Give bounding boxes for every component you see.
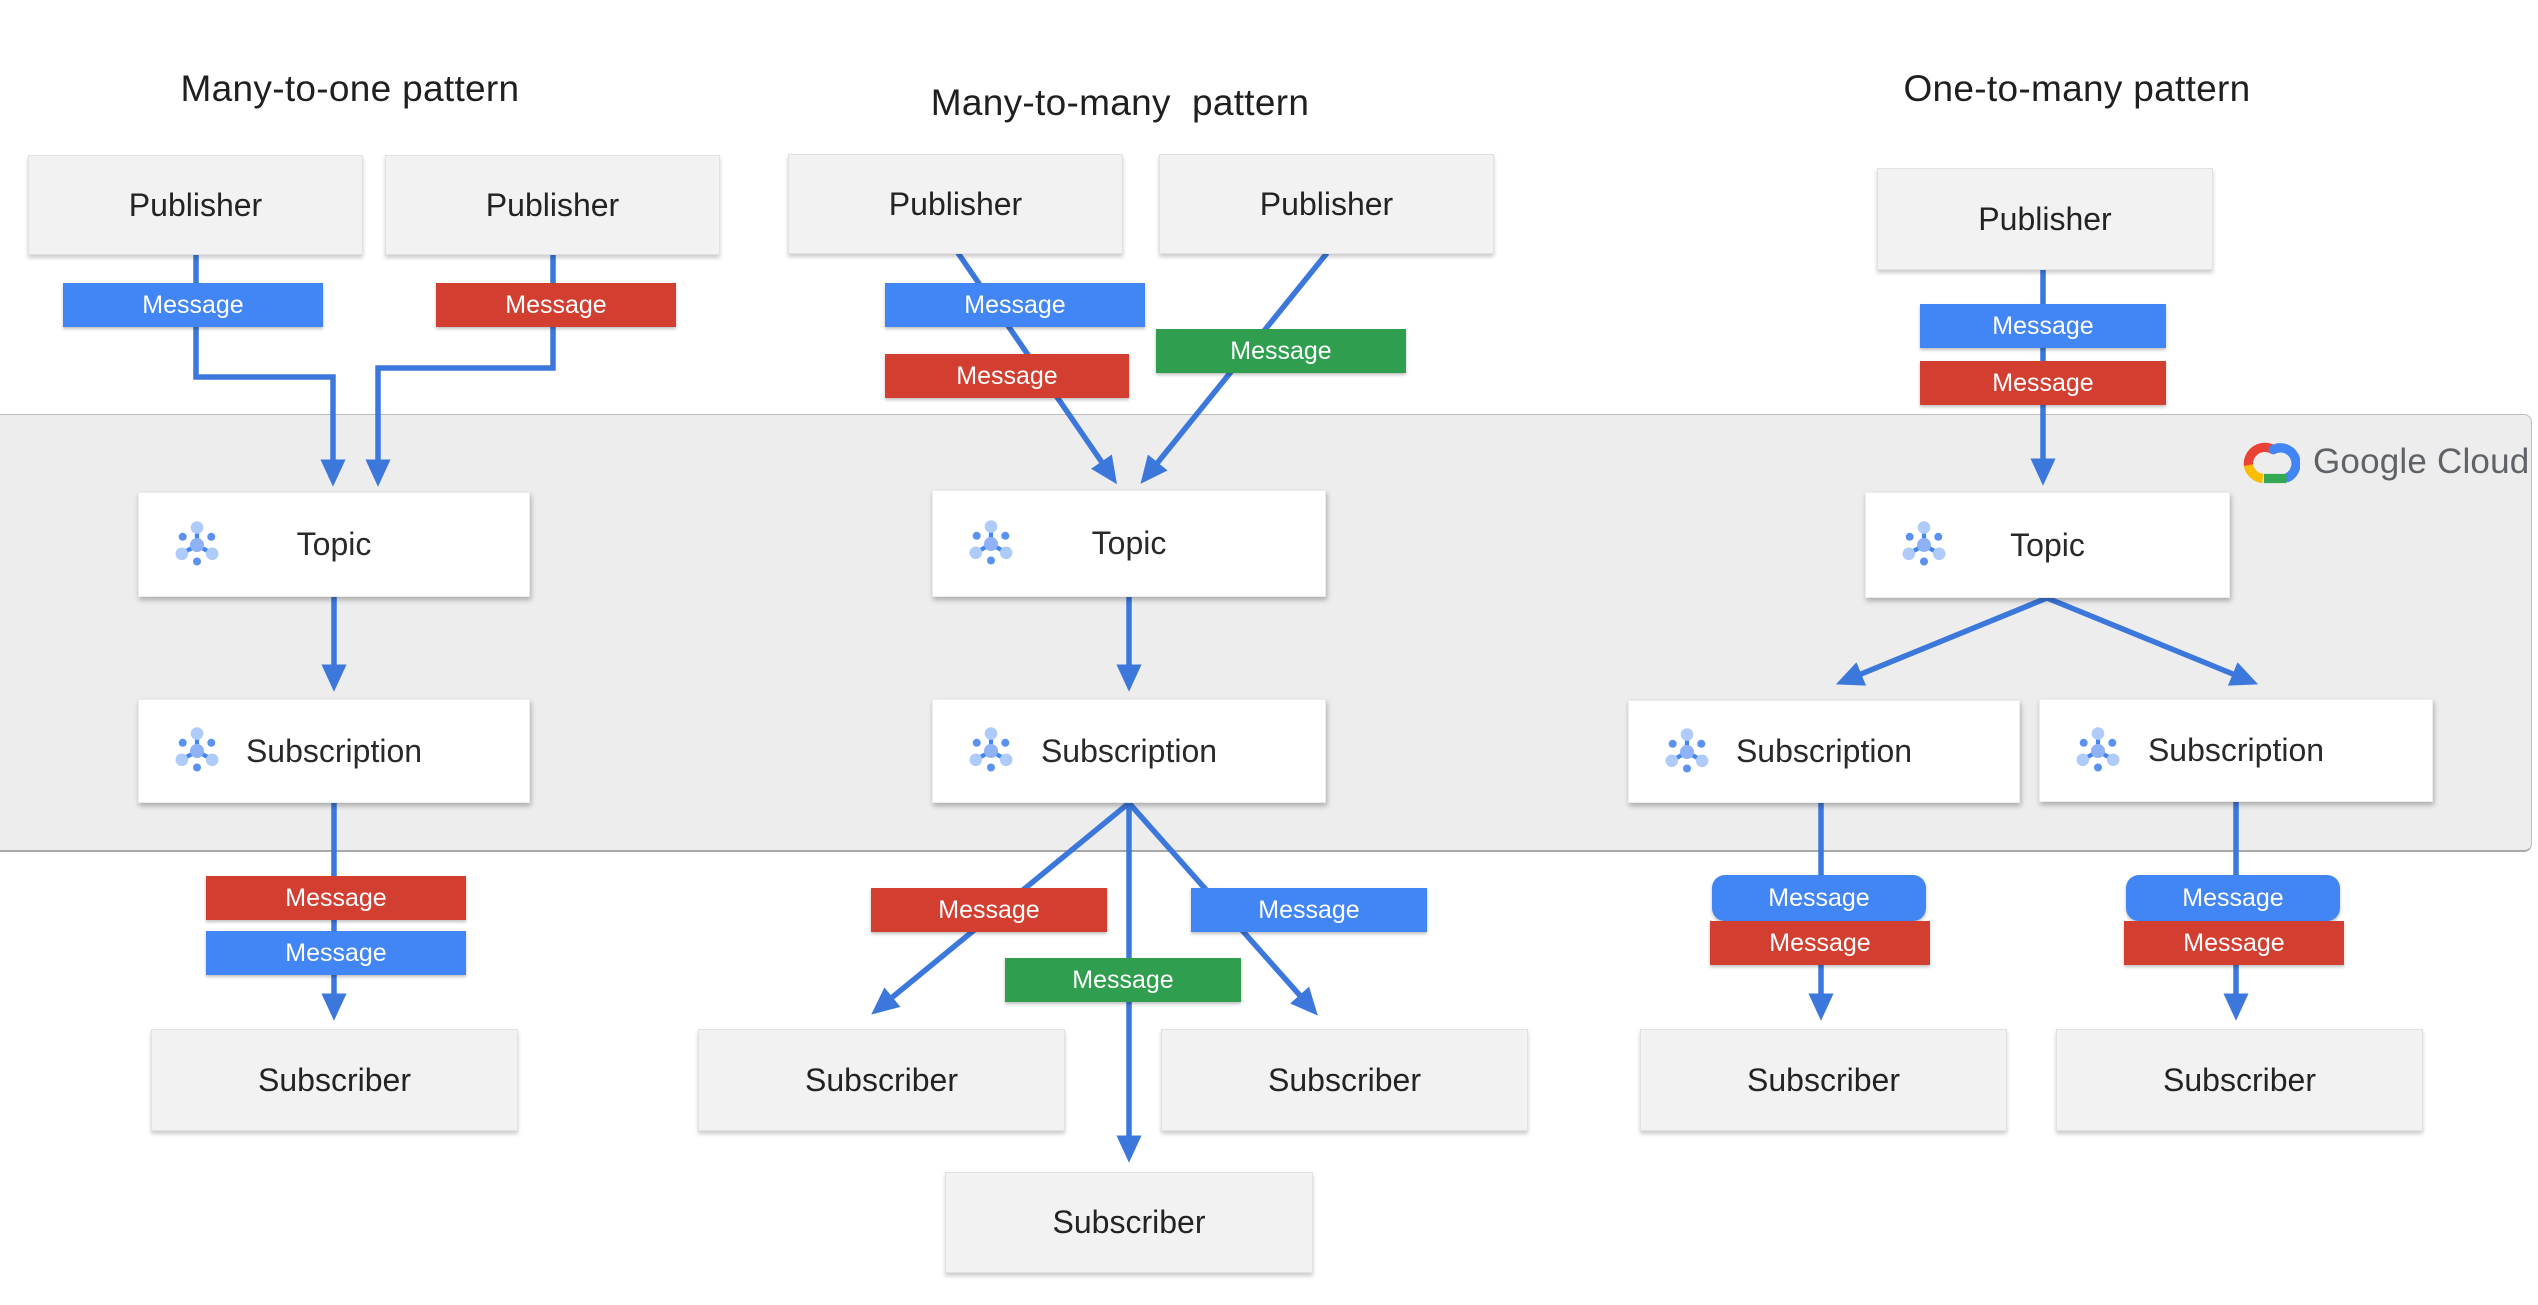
google-cloud-icon <box>2243 442 2300 484</box>
subscriber-box: Subscriber <box>2056 1029 2423 1131</box>
subscription-box: Subscription <box>138 699 530 803</box>
topic-label: Topic <box>2010 526 2085 563</box>
topic-box: Topic <box>1865 492 2230 598</box>
subscription-box: Subscription <box>1628 700 2020 803</box>
subscription-box: Subscription <box>2039 699 2433 802</box>
message-badge-blue: Message <box>1712 875 1926 921</box>
subscriber-box: Subscriber <box>1161 1029 1528 1131</box>
subscription-label: Subscription <box>1040 732 1218 769</box>
message-badge-blue: Message <box>2126 875 2340 921</box>
subscriber-box: Subscriber <box>1640 1029 2007 1131</box>
pattern-title-many-to-one: Many-to-one pattern <box>180 68 520 109</box>
topic-label: Topic <box>1091 525 1167 561</box>
pubsub-hub-icon <box>1665 727 1709 772</box>
pubsub-hub-icon <box>2076 726 2120 771</box>
message-badge-blue: Message <box>63 283 323 327</box>
pubsub-hub-icon <box>175 520 219 565</box>
message-badge-blue: Message <box>1191 888 1427 932</box>
pubsub-hub-icon <box>175 727 219 772</box>
message-badge-green: Message <box>1005 958 1241 1002</box>
topic-box: Topic <box>138 492 530 597</box>
message-badge-red: Message <box>2124 921 2344 965</box>
subscription-label: Subscription <box>2147 732 2325 768</box>
publisher-box: Publisher <box>1159 154 1494 254</box>
message-badge-green: Message <box>1156 329 1406 373</box>
pubsub-hub-icon <box>1902 521 1946 566</box>
publisher-box: Publisher <box>1877 168 2213 270</box>
publisher-box: Publisher <box>385 155 720 255</box>
subscriber-box: Subscriber <box>698 1029 1065 1131</box>
subscription-label: Subscription <box>245 732 423 769</box>
message-badge-blue: Message <box>206 931 466 975</box>
publisher-box: Publisher <box>788 154 1123 254</box>
subscription-box: Subscription <box>932 699 1326 803</box>
google-cloud-logo: Google Cloud <box>2236 436 2529 488</box>
pubsub-hub-icon <box>969 727 1013 772</box>
message-badge-red: Message <box>436 283 676 327</box>
message-badge-blue: Message <box>885 283 1145 327</box>
pattern-title-many-to-many: Many-to-many pattern <box>930 82 1310 123</box>
message-badge-red: Message <box>885 354 1129 398</box>
pubsub-hub-icon <box>969 519 1013 564</box>
subscription-label: Subscription <box>1735 733 1913 769</box>
google-cloud-wordmark: Google Cloud <box>2313 442 2530 481</box>
topic-box: Topic <box>932 490 1326 597</box>
wire-topic3-to-sub3 <box>1835 595 2049 686</box>
subscriber-box: Subscriber <box>151 1029 518 1131</box>
message-badge-red: Message <box>206 876 466 920</box>
wire-topic3-to-sub4 <box>2045 595 2259 686</box>
message-badge-red: Message <box>1920 361 2166 405</box>
message-badge-red: Message <box>871 888 1107 932</box>
subscriber-box: Subscriber <box>945 1172 1313 1273</box>
publisher-box: Publisher <box>28 155 363 255</box>
topic-label: Topic <box>296 526 372 562</box>
pattern-title-one-to-many: One-to-many pattern <box>1903 68 2251 109</box>
message-badge-red: Message <box>1710 921 1930 965</box>
message-badge-blue: Message <box>1920 304 2166 348</box>
